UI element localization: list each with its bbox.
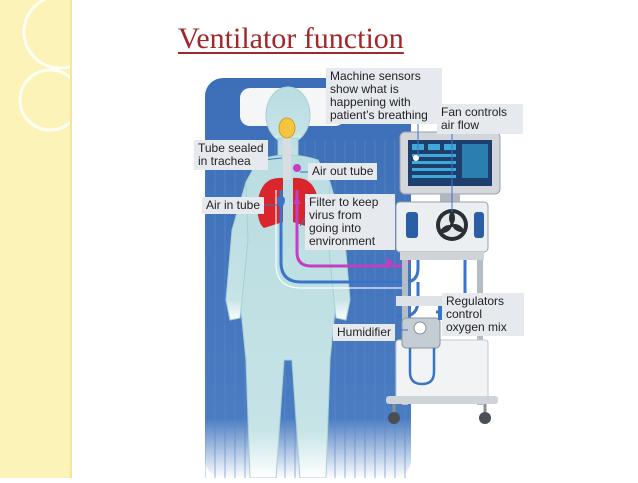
label-air-out: Air out tube [308, 163, 378, 180]
page-title: Ventilator function [178, 22, 404, 55]
air-in-tube-outline [275, 190, 405, 289]
trachea-tube [278, 117, 296, 180]
label-humidifier: Humidifier [333, 324, 396, 341]
label-tube-sealed: Tube sealed in trachea [194, 140, 268, 170]
label-filter: Filter to keep virus from going into env… [305, 194, 395, 250]
stripe-edge [70, 0, 72, 478]
label-regulators: Regulators control oxygen mix [442, 293, 524, 336]
label-air-in: Air in tube [202, 197, 265, 214]
humidifier-icon [401, 317, 441, 386]
ventilator-machine [386, 131, 501, 424]
label-machine-sensors: Machine sensors show what is happening w… [326, 68, 442, 124]
side-stripe [0, 0, 98, 478]
label-fan: Fan controls air flow [437, 104, 523, 134]
fan-icon [440, 212, 464, 233]
